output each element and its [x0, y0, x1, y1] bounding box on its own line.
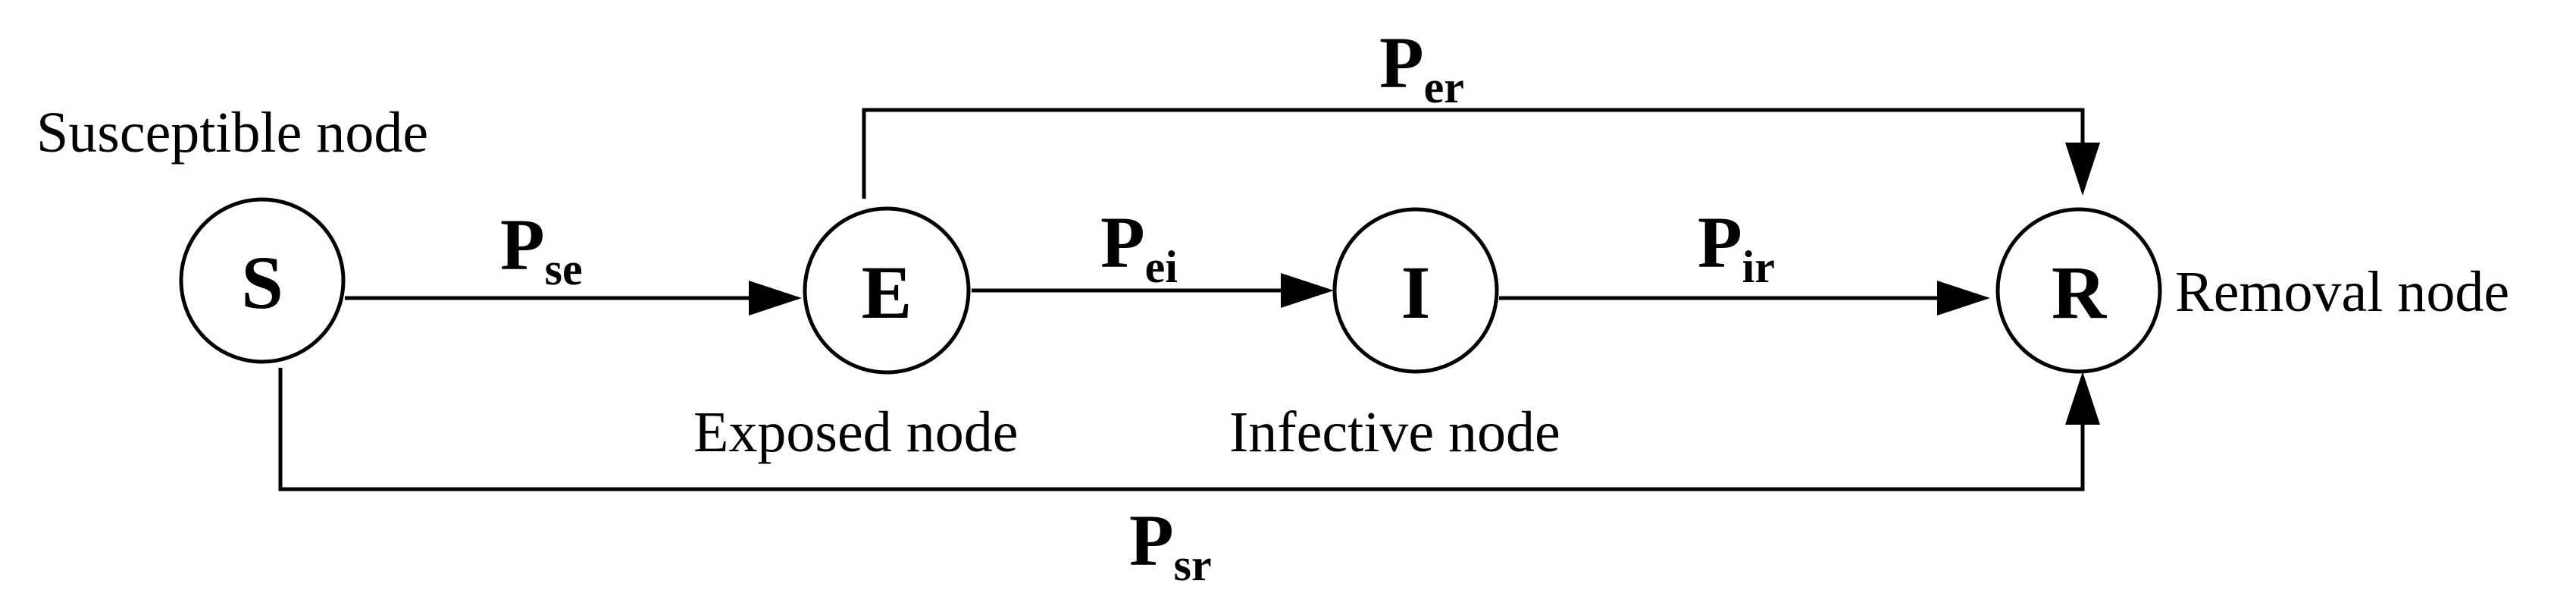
- label-p-ei: Pei: [1100, 202, 1178, 292]
- label-p-ir-subscript: ir: [1742, 242, 1775, 292]
- arrowhead-e-to-r: [2065, 143, 2100, 196]
- node-r: R: [1995, 207, 2162, 374]
- arrowhead-e-to-i: [1281, 273, 1334, 308]
- node-e-letter: E: [862, 250, 912, 334]
- label-p-se-subscript: se: [545, 244, 583, 294]
- label-p-sr-subscript: sr: [1174, 540, 1212, 590]
- label-p-er-subscript: er: [1424, 62, 1464, 112]
- node-s-letter: S: [241, 240, 283, 325]
- label-p-sr-symbol: P: [1129, 500, 1174, 581]
- node-s-circle: [179, 197, 346, 364]
- arrowhead-i-to-r: [1937, 281, 1990, 315]
- label-p-ei-subscript: ei: [1145, 242, 1178, 292]
- caption-susceptible: Susceptible node: [36, 101, 428, 165]
- node-e: E: [803, 206, 971, 375]
- label-p-sr: Psr: [1129, 500, 1212, 590]
- label-p-ir-symbol: P: [1698, 202, 1742, 283]
- node-e-circle: [803, 206, 971, 375]
- label-p-er-symbol: P: [1379, 22, 1424, 103]
- label-p-ei-symbol: P: [1100, 202, 1145, 283]
- arrowhead-s-to-r: [2065, 372, 2100, 425]
- node-i-letter: I: [1401, 250, 1431, 334]
- label-p-ir: Pir: [1698, 202, 1775, 292]
- node-i: I: [1332, 207, 1499, 374]
- node-r-circle: [1995, 207, 2162, 374]
- edge-e-to-r: [862, 108, 2085, 199]
- arrowhead-s-to-e: [749, 281, 802, 315]
- label-p-se-symbol: P: [500, 204, 545, 285]
- label-p-se: Pse: [500, 204, 583, 294]
- caption-removal: Removal node: [2175, 260, 2509, 324]
- caption-exposed: Exposed node: [693, 400, 1018, 464]
- node-i-circle: [1332, 207, 1499, 374]
- edge-s-to-r: [278, 368, 2085, 491]
- node-r-letter: R: [2052, 250, 2108, 334]
- caption-infective: Infective node: [1229, 400, 1560, 464]
- label-p-er: Per: [1379, 22, 1464, 112]
- node-s: S: [179, 197, 346, 364]
